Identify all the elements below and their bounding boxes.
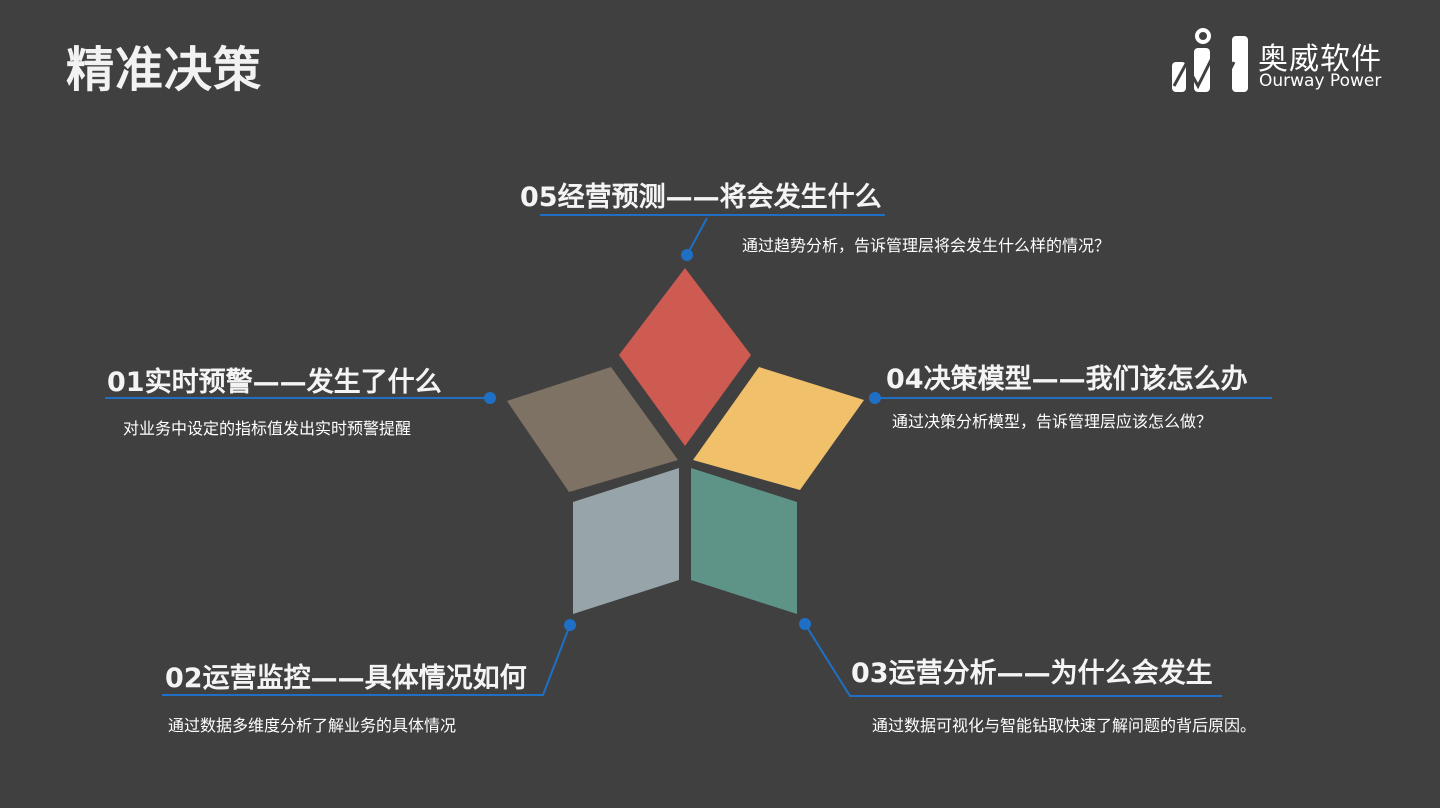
ourway-logo: 奥威软件 Ourway Power — [1170, 28, 1400, 98]
connector-dot-03 — [799, 618, 811, 630]
petal-04-yellow — [693, 367, 864, 490]
connector-line-05-leader — [686, 217, 708, 256]
ourway-logo-icon — [1172, 28, 1248, 92]
connector-dot-05 — [681, 249, 693, 261]
connector-line-02 — [162, 624, 571, 696]
item-03-desc: 通过数据可视化与智能钻取快速了解问题的背后原因。 — [872, 716, 1257, 735]
item-05-desc: 通过趋势分析，告诉管理层将会发生什么样的情况？ — [742, 236, 1111, 255]
petal-02-slate — [573, 468, 679, 614]
petal-01-brown — [507, 367, 678, 492]
page-title: 精准决策 — [66, 42, 263, 98]
connector-dot-01 — [484, 392, 496, 404]
item-02-title: 02运营监控——具体情况如何 — [165, 663, 527, 694]
item-03-title: 03运营分析——为什么会发生 — [851, 658, 1213, 689]
item-04-desc: 通过决策分析模型，告诉管理层应该怎么做？ — [892, 412, 1213, 431]
connector-line-03 — [804, 623, 1222, 697]
connector-dot-02 — [564, 619, 576, 631]
connector-dots — [484, 249, 881, 631]
connector-dot-04 — [869, 392, 881, 404]
item-01-desc: 对业务中设定的指标值发出实时预警提醒 — [123, 419, 412, 438]
item-04-title: 04决策模型——我们该怎么办 — [886, 364, 1248, 395]
petal-03-teal — [691, 468, 797, 614]
connector-lines — [105, 214, 1272, 697]
logo-name-cn: 奥威软件 — [1258, 42, 1382, 77]
item-05-title: 05经营预测——将会发生什么 — [520, 182, 882, 213]
item-02-desc: 通过数据多维度分析了解业务的具体情况 — [168, 716, 457, 735]
petal-05-red — [619, 268, 751, 446]
logo-name-en: Ourway Power — [1259, 71, 1382, 91]
item-01-title: 01实时预警——发生了什么 — [107, 367, 442, 398]
